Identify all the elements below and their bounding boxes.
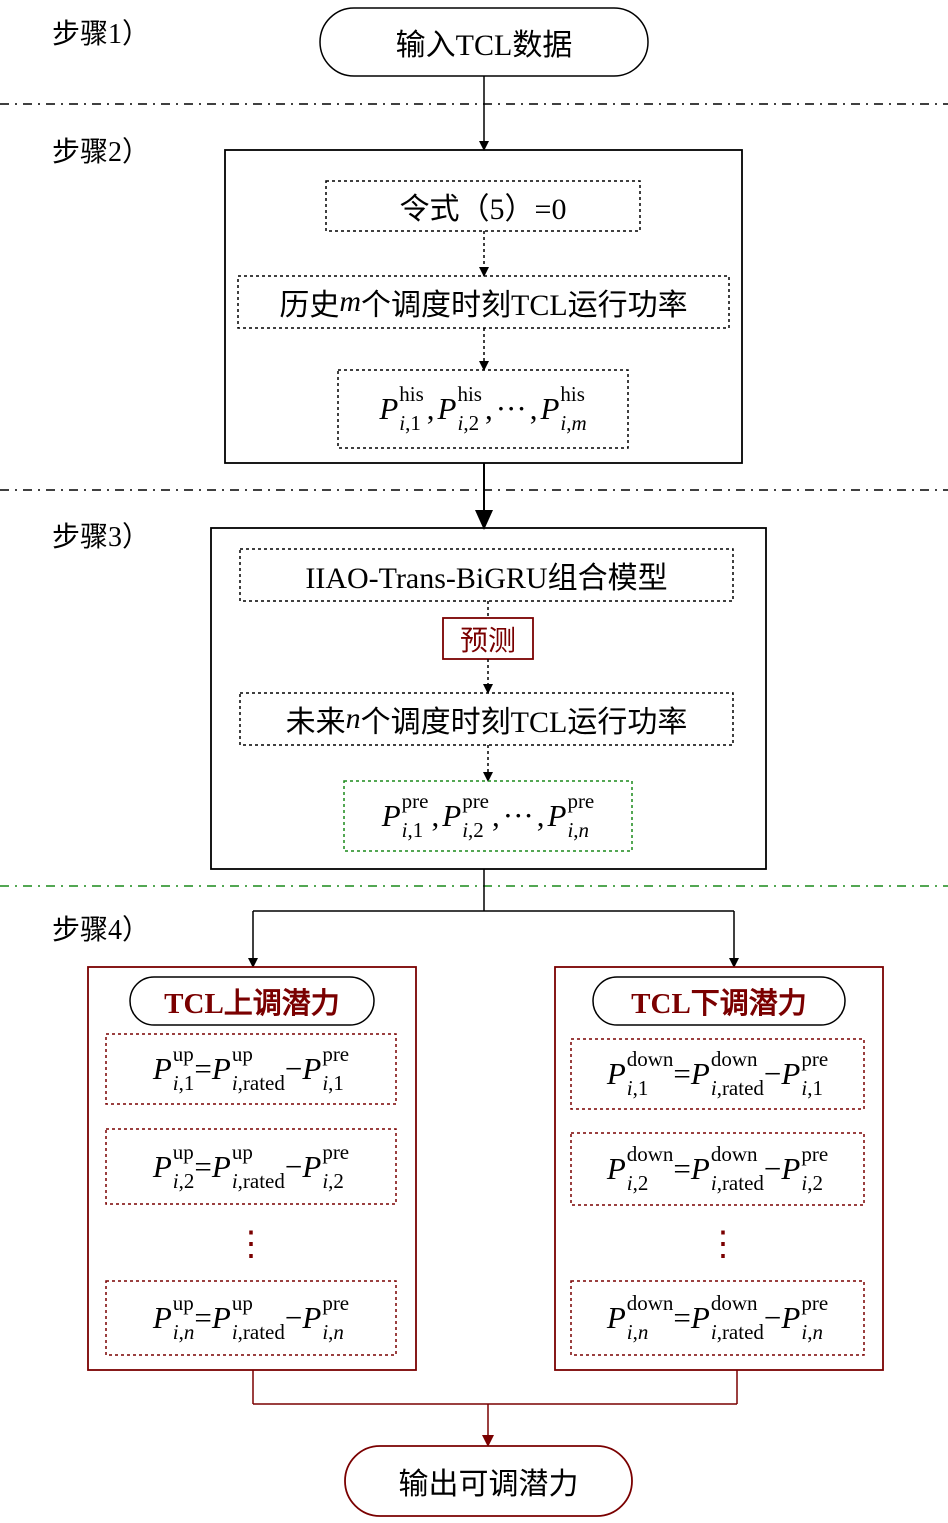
his-sup-2: his bbox=[457, 382, 482, 406]
down-box bbox=[554, 966, 884, 1371]
pre-ellipsis: ··· bbox=[502, 798, 534, 833]
pre-sup-2: pre bbox=[462, 789, 490, 813]
history-var: m bbox=[339, 285, 361, 318]
output-terminal bbox=[344, 1445, 633, 1517]
pre-sup-n: pre bbox=[567, 789, 595, 813]
his-ellipsis: ··· bbox=[495, 391, 527, 426]
step-label-3: 步骤3） bbox=[52, 522, 151, 553]
down-vdots: ⋮ bbox=[706, 1226, 740, 1263]
down-row-n bbox=[570, 1280, 865, 1356]
predict-label: 预测 bbox=[459, 625, 516, 657]
formula-zero-label: 令式（5）=0 bbox=[399, 193, 567, 226]
his-sup-m: his bbox=[560, 382, 585, 406]
future-var: n bbox=[345, 702, 361, 735]
future-suffix: 个调度时刻TCL运行功率 bbox=[360, 706, 688, 739]
output-label: 输出可调潜力 bbox=[398, 1468, 579, 1501]
predict-box bbox=[442, 617, 534, 660]
step-label-4: 步骤4） bbox=[52, 915, 151, 946]
up-row-1 bbox=[105, 1033, 397, 1105]
future-box bbox=[239, 692, 734, 746]
pre-sub-n: i,n bbox=[567, 818, 590, 842]
model-label: IIAO-Trans-BiGRU组合模型 bbox=[305, 562, 668, 595]
pre-sup-1: pre bbox=[401, 789, 429, 813]
down-title-pill bbox=[592, 976, 846, 1026]
pre-seq-box bbox=[343, 780, 633, 852]
step-label-2: 步骤2） bbox=[52, 137, 151, 168]
pre-sub-1: i,1 bbox=[401, 818, 424, 842]
his-sub-1: i,1 bbox=[399, 411, 421, 435]
pre-p-1: P bbox=[381, 798, 401, 833]
up-title: TCL上调潜力 bbox=[164, 988, 340, 1020]
his-seq-box bbox=[337, 369, 629, 449]
step3-box bbox=[210, 527, 767, 870]
his-sub-m: i,m bbox=[560, 411, 587, 435]
up-row-2 bbox=[105, 1128, 397, 1205]
step-label-1: 步骤1） bbox=[52, 19, 151, 50]
future-prefix: 未来 bbox=[285, 706, 346, 739]
formula-zero-box bbox=[325, 180, 641, 232]
up-vdots: ⋮ bbox=[234, 1226, 268, 1263]
model-box bbox=[239, 548, 734, 602]
pre-p-2: P bbox=[442, 798, 462, 833]
his-p-1: P bbox=[379, 391, 399, 426]
up-title-pill bbox=[129, 976, 375, 1026]
history-suffix: 个调度时刻TCL运行功率 bbox=[361, 289, 688, 322]
his-p-2: P bbox=[437, 391, 457, 426]
pre-p-n: P bbox=[547, 798, 567, 833]
pre-sub-2: i,2 bbox=[462, 818, 484, 842]
his-sup-1: his bbox=[399, 382, 424, 406]
down-row-1 bbox=[570, 1038, 865, 1110]
down-row-2 bbox=[570, 1132, 865, 1206]
down-title: TCL下调潜力 bbox=[631, 988, 807, 1020]
up-row-n bbox=[105, 1280, 397, 1356]
input-label: 输入TCL数据 bbox=[395, 29, 573, 62]
his-sub-2: i,2 bbox=[457, 411, 480, 435]
up-box bbox=[87, 966, 417, 1371]
his-p-m: P bbox=[540, 391, 560, 426]
history-prefix: 历史 bbox=[279, 289, 340, 322]
